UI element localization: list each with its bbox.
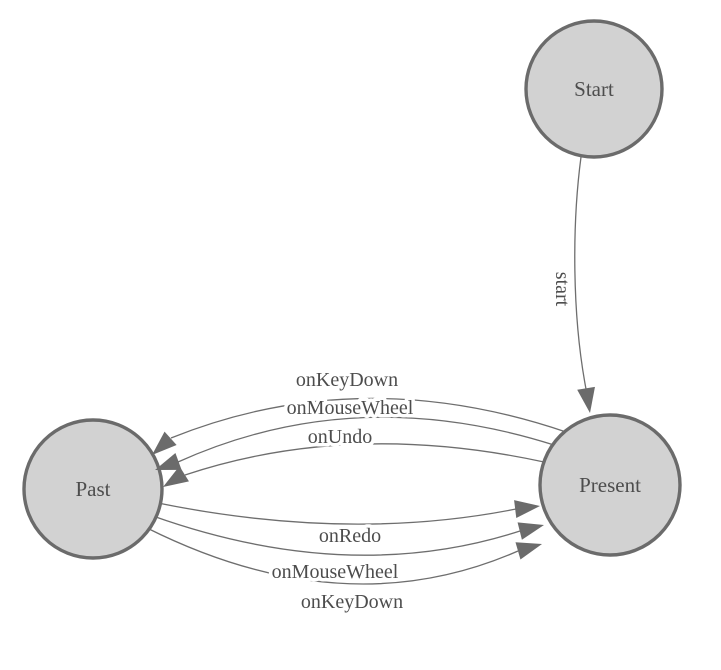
arrowhead-icon (517, 522, 544, 540)
edge-present-to-past-onundo (184, 443, 545, 476)
arrowhead-icon (152, 431, 177, 455)
edge-label-onkeydown-top: onKeyDown (296, 369, 398, 391)
edge-label-group: start onKeyDown onMouseWheel onUndo onRe… (268, 268, 576, 616)
edge-past-to-present-onkeydown (146, 527, 519, 585)
edge-label-onmousewheel-bottom: onMouseWheel (272, 561, 399, 583)
arrowhead-group (152, 386, 595, 560)
node-start-circle (524, 19, 664, 159)
node-past-circle (22, 418, 164, 560)
edge-label-start: start (551, 272, 573, 307)
arrowhead-icon (577, 386, 595, 413)
edge-start-to-present (574, 156, 587, 390)
node-present: Present (538, 413, 682, 557)
edge-present-to-past-onkeydown (170, 397, 567, 439)
node-start: Start (524, 19, 664, 159)
edge-group (146, 156, 587, 585)
node-past: Past (22, 418, 164, 560)
edge-label-onundo: onUndo (308, 426, 372, 448)
arrowhead-icon (155, 452, 182, 470)
edge-past-to-present-onredo (157, 502, 517, 525)
edge-past-to-present-onmousewheel (152, 515, 521, 556)
edge-label-onmousewheel-top: onMouseWheel (287, 397, 414, 419)
arrowhead-icon (514, 500, 540, 518)
node-start-label: Start (574, 77, 614, 101)
edge-label-onkeydown-bottom: onKeyDown (301, 591, 403, 613)
arrowhead-icon (515, 542, 542, 560)
node-past-label: Past (75, 477, 110, 501)
arrowhead-icon (163, 466, 189, 487)
edge-label-onredo: onRedo (319, 525, 381, 547)
node-present-label: Present (579, 473, 641, 497)
node-present-circle (538, 413, 682, 557)
edge-present-to-past-onmousewheel (177, 416, 555, 463)
